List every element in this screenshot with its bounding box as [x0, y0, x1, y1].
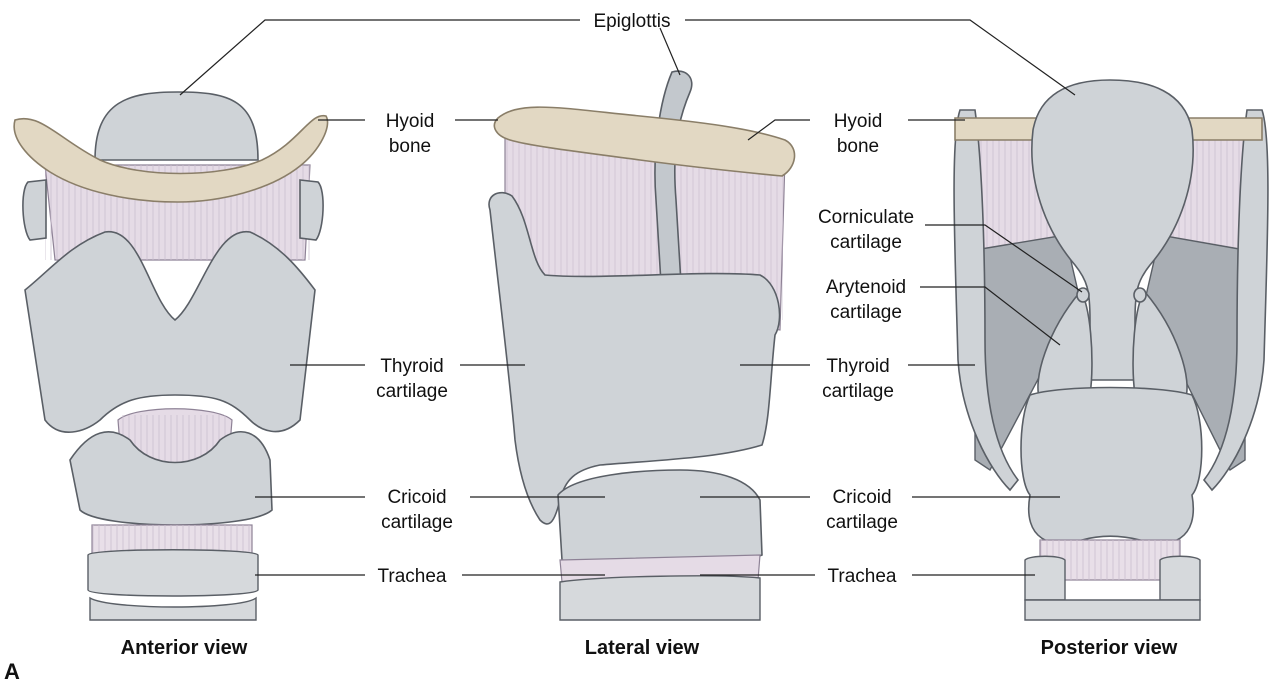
label-cricoid-right-line1: Cricoid — [832, 487, 891, 508]
label-hyoid-bone-right-line1: Hyoid — [834, 111, 883, 132]
label-cricoid-left-line2: cartilage — [381, 512, 453, 533]
lateral-view-illustration — [489, 71, 795, 620]
posterior-trachea — [1025, 556, 1065, 600]
caption-lateral-view: Lateral view — [585, 637, 700, 659]
caption-posterior-view: Posterior view — [1041, 637, 1178, 659]
label-trachea-left: Trachea — [378, 566, 447, 587]
posterior-corniculate-right — [1134, 288, 1146, 302]
label-thyroid-left-line2: cartilage — [376, 381, 448, 402]
label-corniculate-line1: Corniculate — [818, 207, 914, 228]
posterior-cricoid-cartilage — [1021, 388, 1202, 544]
label-cricoid-left-line1: Cricoid — [387, 487, 446, 508]
label-hyoid-bone-right-line2: bone — [837, 136, 879, 157]
label-corniculate-line2: cartilage — [830, 232, 902, 253]
label-arytenoid-line2: cartilage — [830, 302, 902, 323]
label-trachea-right: Trachea — [828, 566, 897, 587]
anterior-trachea-ring — [88, 550, 258, 596]
caption-anterior-view: Anterior view — [121, 637, 248, 659]
label-arytenoid-line1: Arytenoid — [826, 277, 906, 298]
label-hyoid-bone-left-line1: Hyoid — [386, 111, 435, 132]
label-cricoid-right-line2: cartilage — [826, 512, 898, 533]
label-epiglottis: Epiglottis — [593, 11, 670, 32]
posterior-view-illustration — [954, 80, 1268, 620]
panel-letter: A — [4, 659, 20, 683]
label-thyroid-left-line1: Thyroid — [380, 356, 443, 377]
anterior-thyroid-cartilage — [25, 232, 315, 433]
anterior-view-illustration — [14, 92, 327, 620]
label-hyoid-bone-left-line2: bone — [389, 136, 431, 157]
lateral-cricoid-cartilage — [558, 470, 762, 565]
lateral-trachea — [560, 576, 760, 620]
anterior-epiglottis — [95, 92, 258, 160]
label-thyroid-right-line2: cartilage — [822, 381, 894, 402]
label-thyroid-right-line1: Thyroid — [826, 356, 889, 377]
